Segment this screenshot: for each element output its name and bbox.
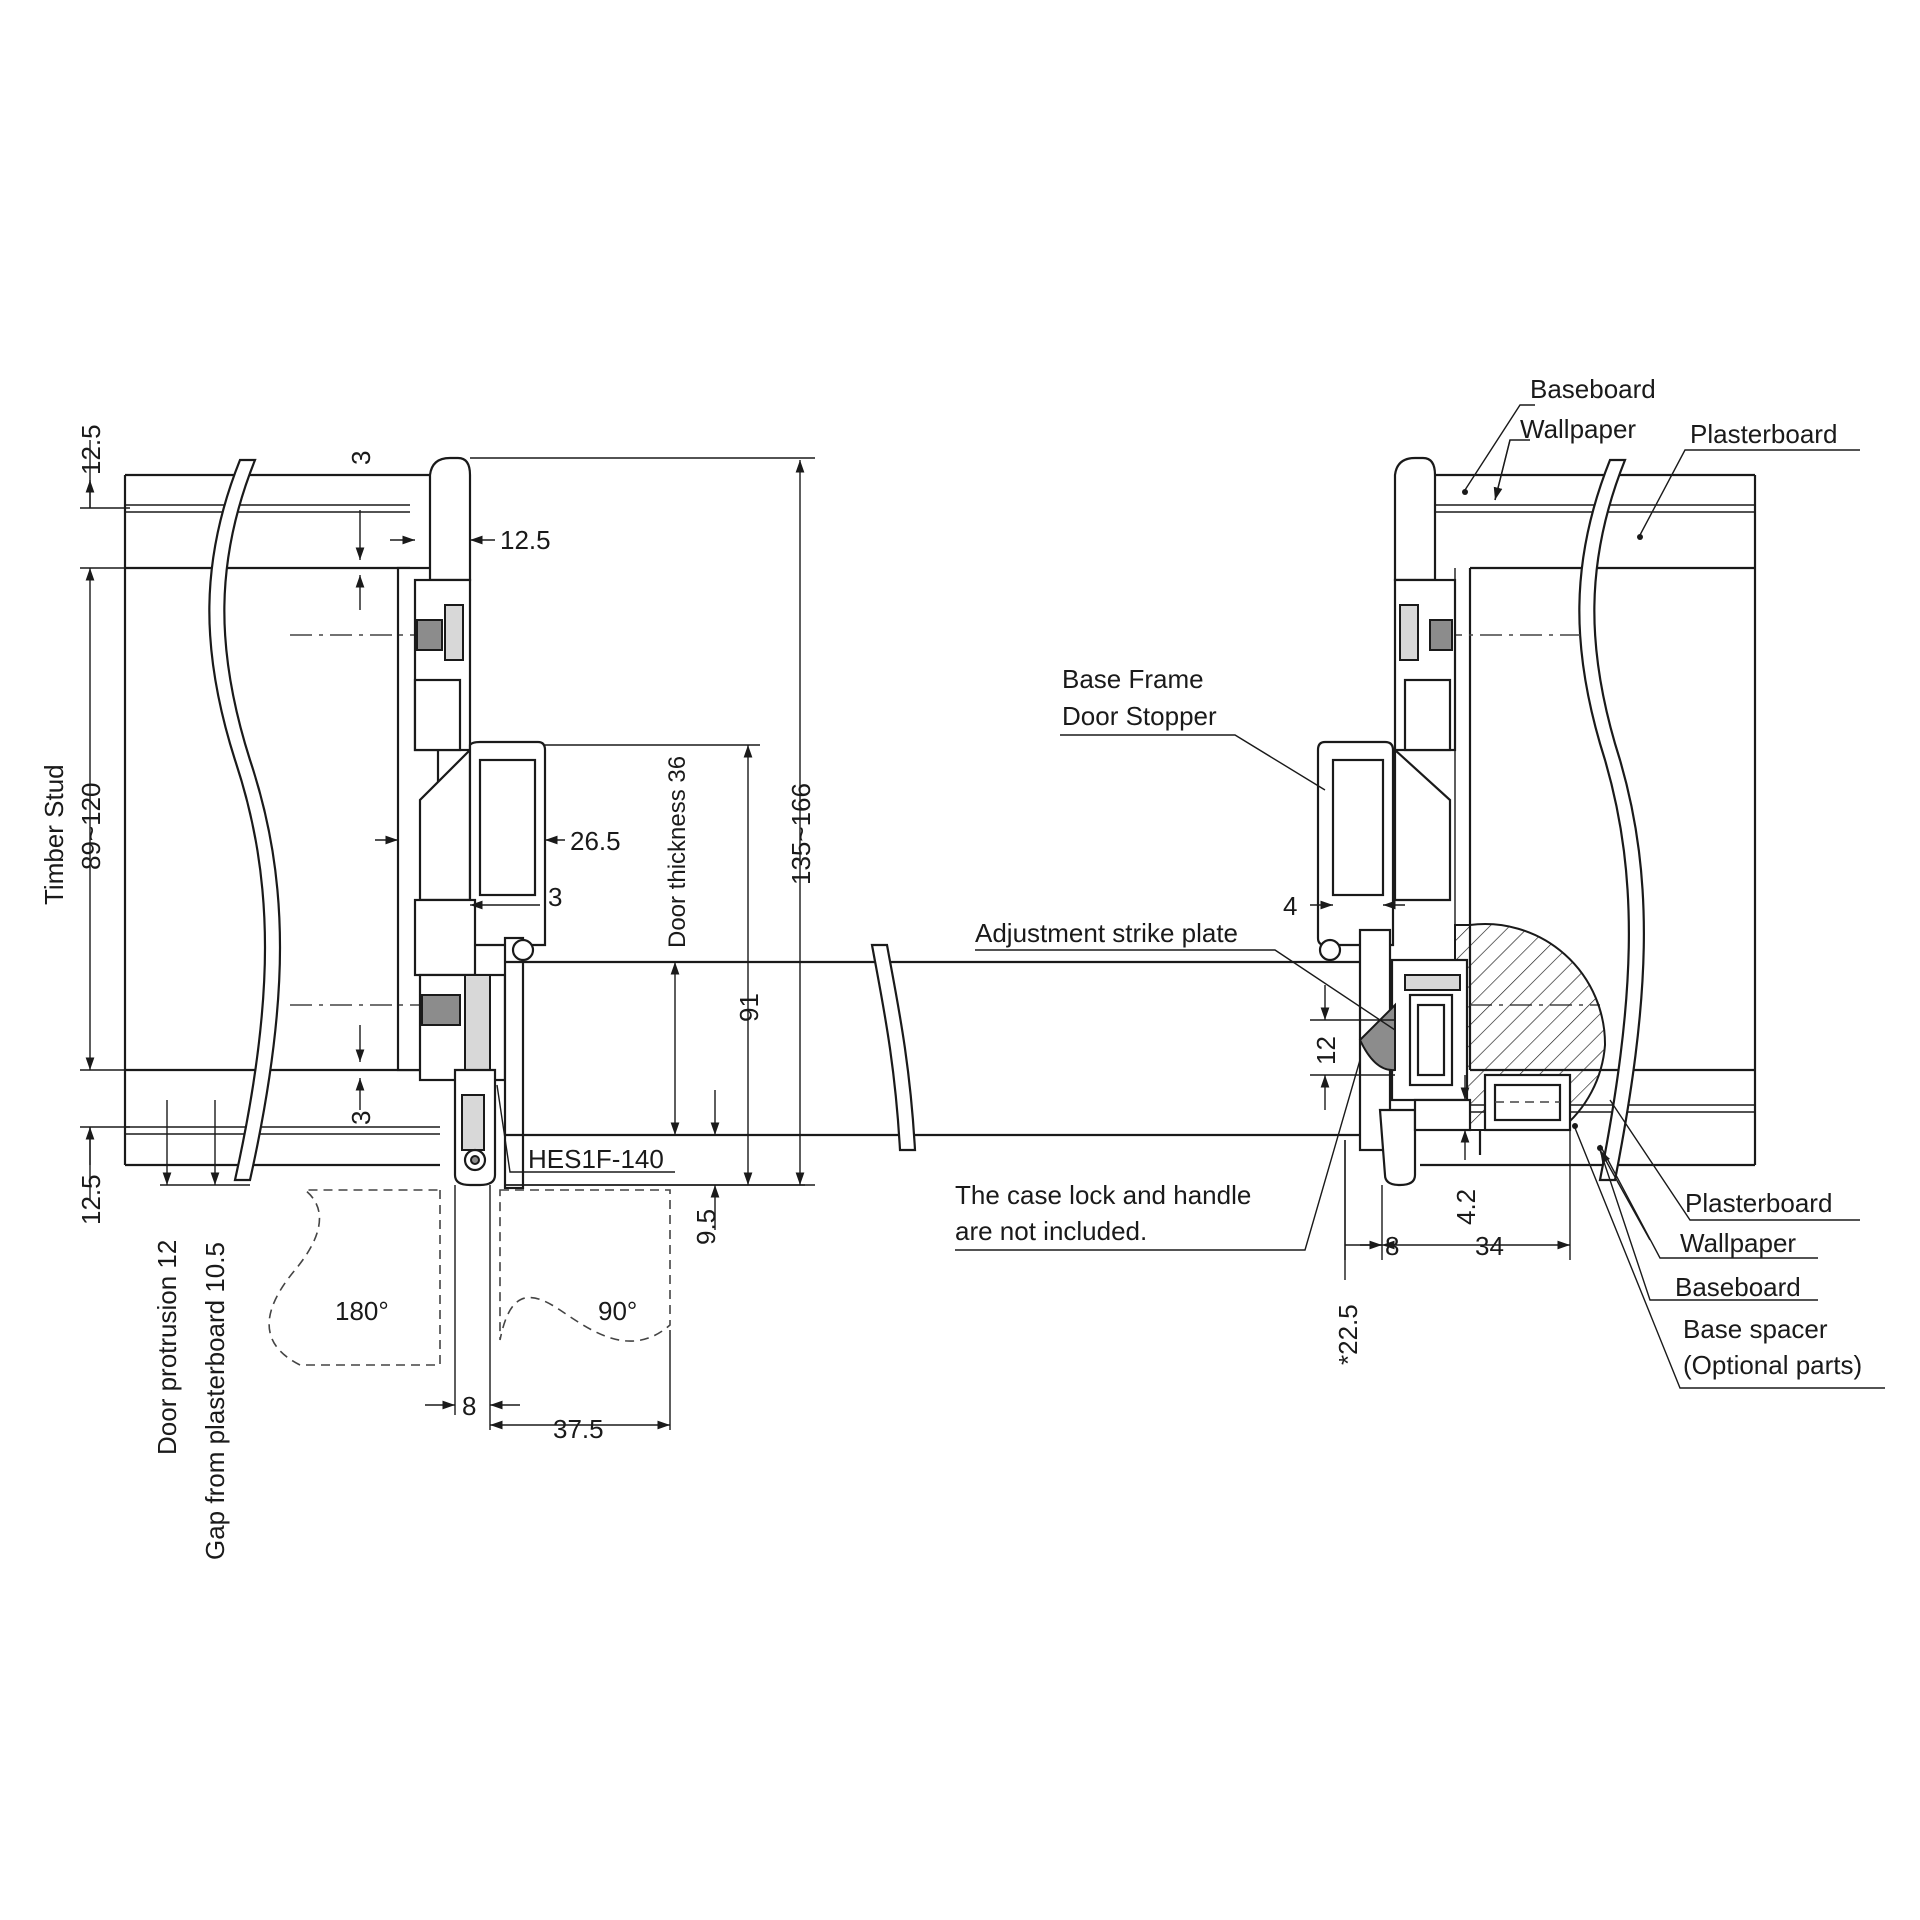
dim-note-22-5: *22.5 [1333, 1304, 1363, 1365]
label-door-thickness: Door thickness 36 [664, 756, 691, 948]
left-frame-profile [413, 456, 547, 1190]
dim-gap-3-top: 3 [346, 451, 376, 465]
door-panel [505, 943, 1365, 1186]
leader-lines [496, 404, 1885, 1389]
label-base-frame: Base Frame [1062, 664, 1204, 694]
left-wall [123, 458, 440, 1182]
dimension-lines [80, 440, 1571, 1430]
label-wallpaper-top: Wallpaper [1520, 414, 1636, 444]
label-hinge-model: HES1F-140 [528, 1144, 664, 1174]
dim-gap-4: 4 [1283, 891, 1297, 921]
label-plasterboard-bottom: Plasterboard [1685, 1188, 1832, 1218]
label-timber-stud: Timber Stud [39, 764, 69, 905]
label-case-lock-1: The case lock and handle [955, 1180, 1251, 1210]
dim-width-34: 34 [1475, 1231, 1504, 1261]
dim-total-135-166: 135~166 [786, 783, 816, 885]
adjustment-strike-plate [1358, 923, 1607, 1155]
label-gap-from-plasterboard: Gap from plasterboard 10.5 [200, 1242, 230, 1560]
dim-stud-89-120: 89~120 [76, 783, 106, 870]
label-baseboard-top: Baseboard [1530, 374, 1656, 404]
dim-height-12: 12 [1311, 1036, 1341, 1065]
dim-gap-3-bottom: 3 [346, 1111, 376, 1125]
label-door-stopper: Door Stopper [1062, 701, 1217, 731]
label-plasterboard-top: Plasterboard [1690, 419, 1837, 449]
label-wallpaper-bottom: Wallpaper [1680, 1228, 1796, 1258]
labels: Baseboard Wallpaper Plasterboard Base Fr… [39, 374, 1862, 1560]
label-angle-90: 90° [598, 1296, 637, 1326]
dim-width-8-right: 8 [1385, 1231, 1399, 1261]
label-base-spacer-1: Base spacer [1683, 1314, 1828, 1344]
dim-height-4-2: 4.2 [1451, 1189, 1481, 1225]
door-break [870, 943, 917, 1152]
dim-width-37-5: 37.5 [553, 1414, 604, 1444]
dim-width-8-left: 8 [462, 1391, 476, 1421]
right-frame-profile [1316, 456, 1457, 1187]
dim-height-91: 91 [734, 993, 764, 1022]
dim-offset-26-5: 26.5 [570, 826, 621, 856]
dim-offset-9-5: 9.5 [691, 1209, 721, 1245]
label-angle-180: 180° [335, 1296, 389, 1326]
label-baseboard-bottom: Baseboard [1675, 1272, 1801, 1302]
dim-gap-3-mid: 3 [548, 882, 562, 912]
label-door-protrusion: Door protrusion 12 [152, 1240, 182, 1455]
label-case-lock-2: are not included. [955, 1216, 1147, 1246]
label-adjustment-strike-plate: Adjustment strike plate [975, 918, 1238, 948]
label-base-spacer-2: (Optional parts) [1683, 1350, 1862, 1380]
dim-top-left-12-5: 12.5 [76, 424, 106, 475]
right-wall-break [1578, 458, 1645, 1182]
swing-outlines [268, 1189, 671, 1366]
left-wall-break [208, 458, 282, 1182]
dim-offset-12-5: 12.5 [500, 525, 551, 555]
dim-bottom-left-12-5: 12.5 [76, 1174, 106, 1225]
